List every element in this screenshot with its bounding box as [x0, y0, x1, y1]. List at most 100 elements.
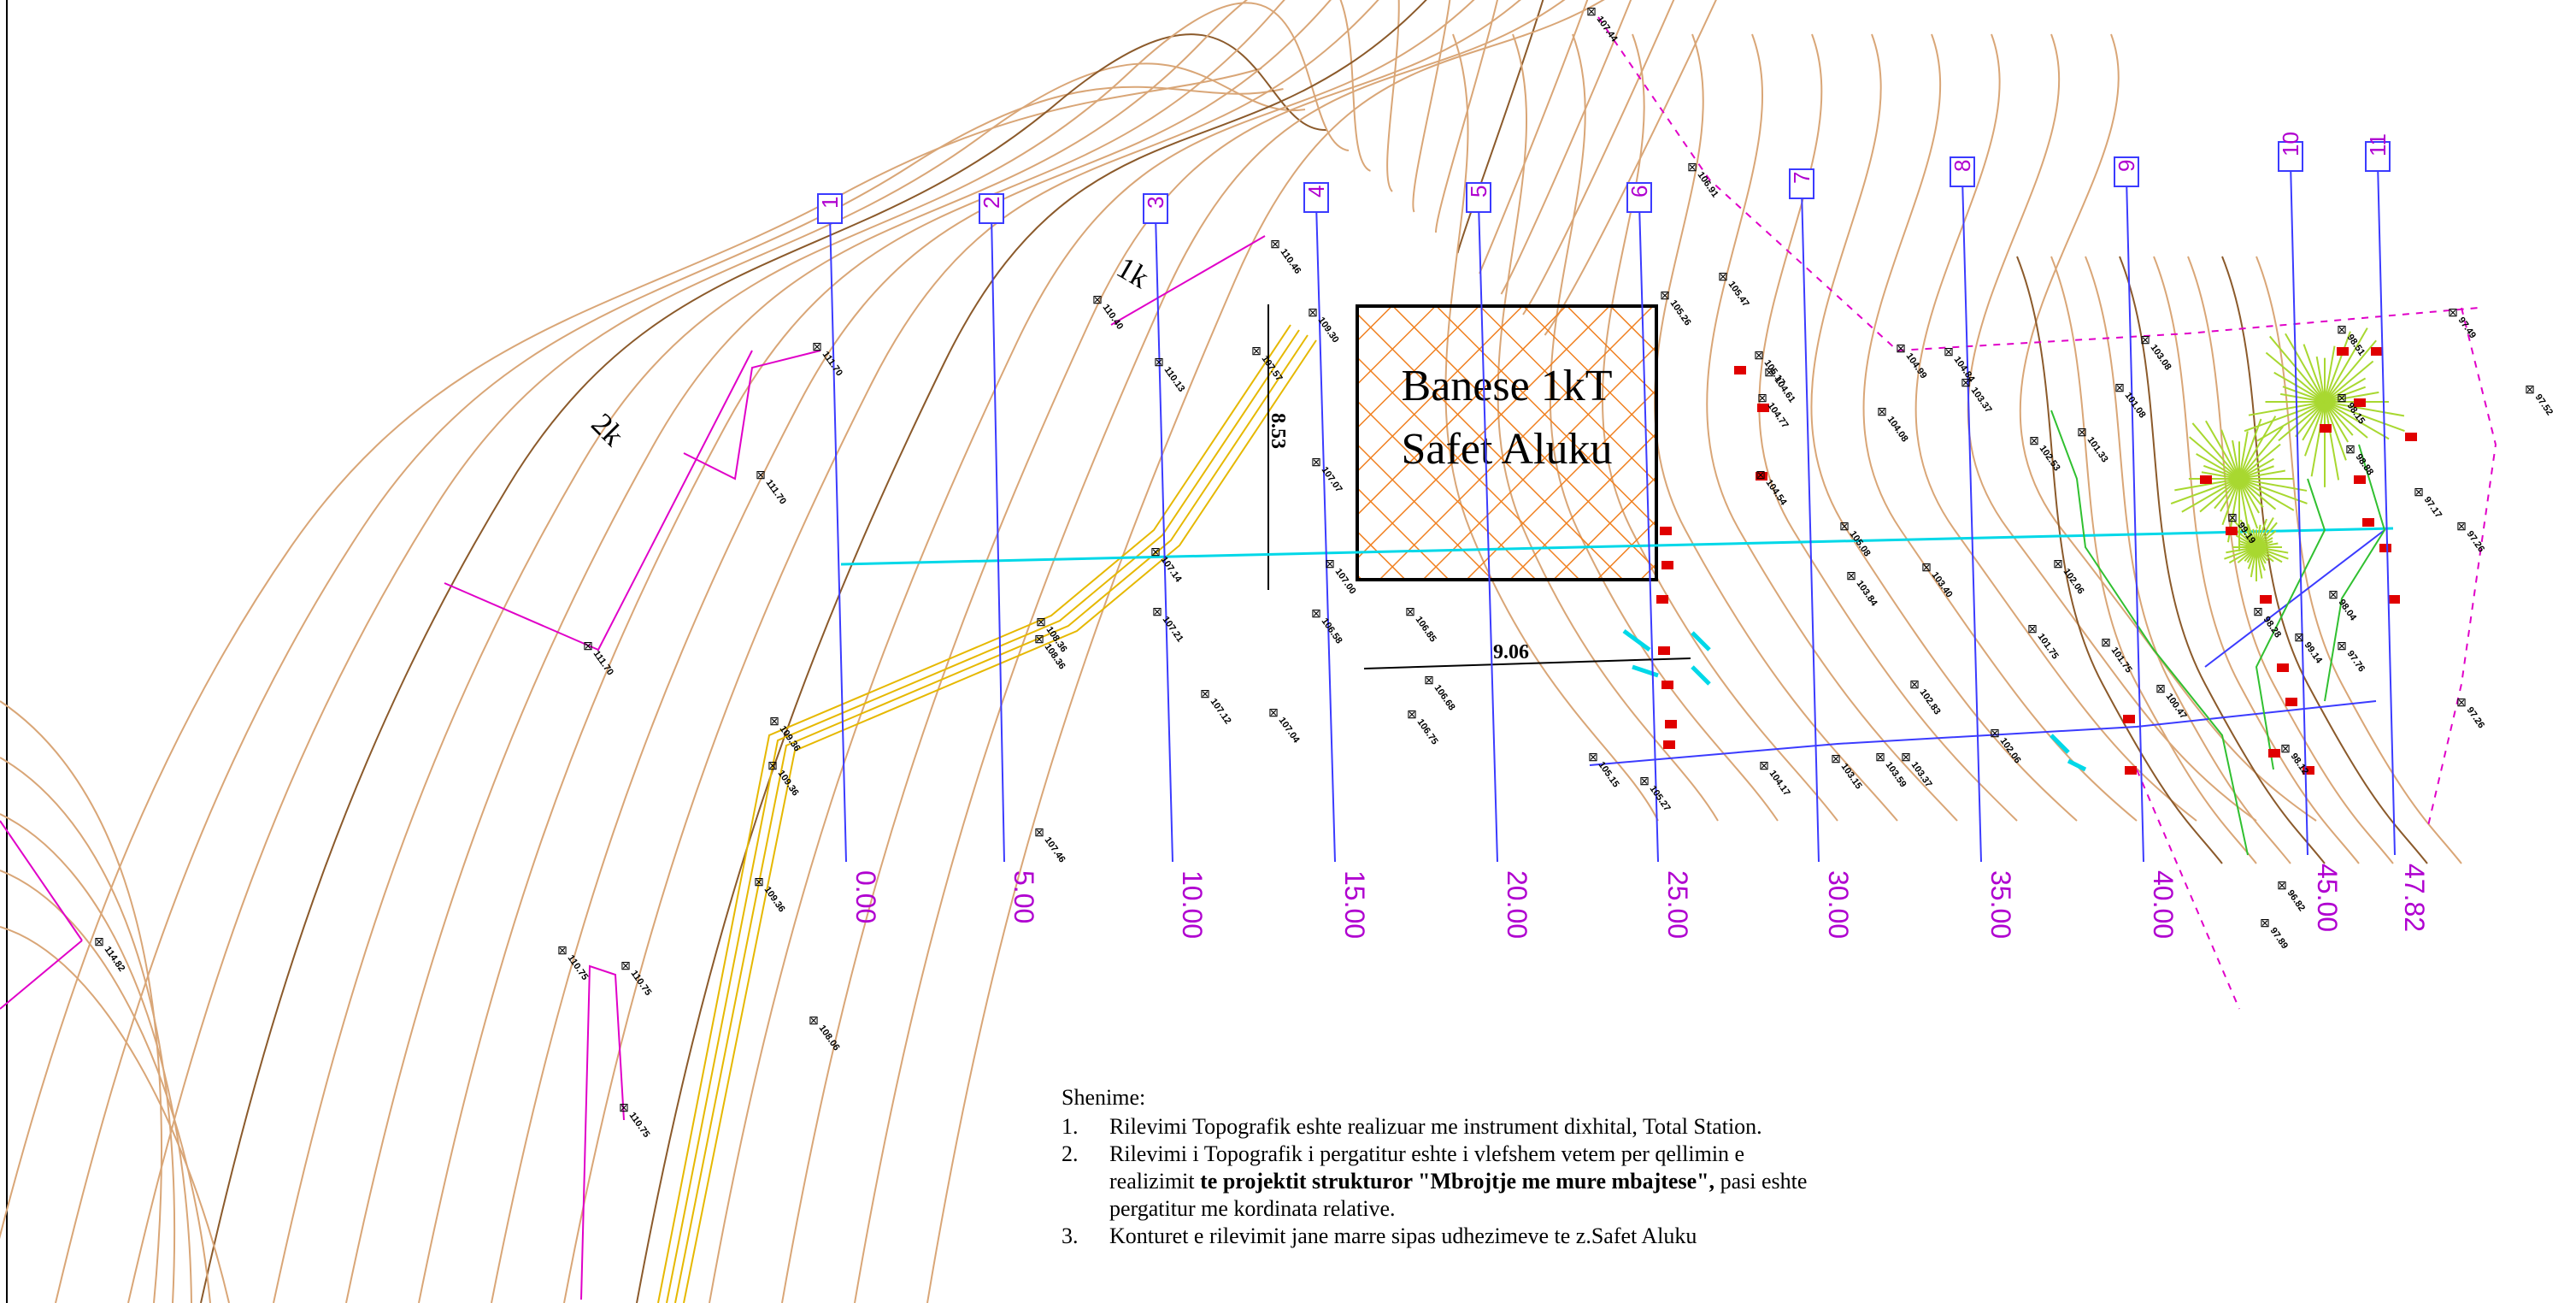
tree-branch — [2199, 478, 2240, 513]
boundary-line — [580, 964, 625, 1300]
section-station: 10.00 — [1177, 870, 1208, 939]
survey-point-elevation: 110.40 — [1101, 303, 1126, 332]
section-line — [2377, 162, 2396, 856]
section-id: 8 — [1950, 160, 1975, 172]
boundary-line — [0, 940, 83, 1010]
cyan-marker — [1632, 664, 1659, 678]
survey-point-marker: ⊠ — [1154, 355, 1164, 368]
survey-point-elevation: 97.89 — [2268, 926, 2291, 951]
survey-point-marker: ⊠ — [1990, 726, 2000, 740]
survey-point-marker: ⊠ — [2448, 305, 2458, 319]
survey-point-marker: ⊠ — [2029, 433, 2039, 447]
tree-branch — [2285, 333, 2326, 403]
section-label-box — [817, 193, 843, 224]
section-label-box — [1789, 168, 1814, 199]
contour-line — [0, 870, 211, 1303]
dimension-horizontal: 9.06 — [1493, 641, 1529, 663]
survey-point-marker: ⊠ — [2294, 630, 2304, 644]
tree-branch — [2255, 546, 2283, 563]
cyan-axis-line — [840, 527, 2394, 566]
survey-point-elevation: 107.46 — [1043, 835, 1067, 864]
notes-heading: Shenime: — [1062, 1085, 1146, 1110]
note-text: Rilevimi i Topografik i pergatitur eshte… — [1109, 1141, 1831, 1223]
survey-point-elevation: 104.77 — [1766, 401, 1791, 430]
contour-line — [0, 813, 192, 1303]
tree-branch — [2255, 546, 2263, 579]
survey-point-elevation: 105.47 — [1726, 280, 1751, 309]
contour-line — [418, 0, 1400, 1303]
red-marker — [1663, 740, 1675, 749]
survey-point-marker: ⊠ — [1839, 519, 1850, 533]
contour-line — [0, 926, 230, 1303]
section-label-box — [2365, 141, 2391, 172]
section-id: 11 — [2365, 133, 2391, 156]
survey-point-marker: ⊠ — [583, 639, 593, 652]
tree-branch — [2255, 542, 2279, 548]
survey-point-elevation: 97.76 — [2345, 649, 2367, 674]
survey-point-marker: ⊠ — [619, 1100, 629, 1114]
tree-branch — [2324, 386, 2367, 403]
survey-point-elevation: 97.52 — [2533, 392, 2555, 417]
tree-branch — [2324, 401, 2405, 417]
road-line — [683, 339, 1317, 1303]
section-station: 0.00 — [850, 870, 881, 923]
red-marker — [1660, 527, 1672, 535]
contour-line — [2085, 256, 2291, 864]
tree-branch — [2255, 546, 2289, 554]
survey-point-marker: ⊠ — [1896, 341, 1906, 355]
survey-point-marker: ⊠ — [1875, 750, 1885, 764]
survey-point-marker: ⊠ — [1759, 758, 1769, 772]
red-marker — [2226, 527, 2238, 535]
section-line — [1155, 214, 1173, 863]
survey-point-marker: ⊠ — [1944, 345, 1954, 358]
survey-point-marker: ⊠ — [1034, 825, 1044, 839]
survey-point-marker: ⊠ — [768, 758, 778, 772]
tree-branch — [2324, 401, 2368, 439]
note-text-part: pasi eshte pergatitur me kordinata relat… — [1109, 1169, 1808, 1221]
survey-point-marker: ⊠ — [2337, 322, 2347, 336]
tree-branch — [2324, 401, 2354, 436]
survey-point-elevation: 104.17 — [1767, 769, 1792, 798]
survey-point-elevation: 110.75 — [629, 969, 654, 998]
contour-line — [1706, 33, 1958, 822]
boundary-line — [1597, 16, 2479, 352]
survey-point-marker: ⊠ — [1639, 774, 1650, 787]
survey-point-elevation: 105.08 — [1848, 529, 1873, 558]
red-marker — [2362, 518, 2374, 527]
cyan-marker — [1691, 665, 1711, 686]
contour-line — [2050, 256, 2257, 864]
section-id: 4 — [1303, 186, 1329, 198]
section-station: 25.00 — [1662, 870, 1693, 939]
survey-point-elevation: 97.26 — [2465, 529, 2487, 554]
survey-point-elevation: 103.08 — [2149, 343, 2173, 372]
red-marker — [2320, 424, 2332, 433]
section-line — [2290, 162, 2308, 856]
survey-point-elevation: 110.75 — [566, 953, 591, 982]
survey-point-elevation: 111.70 — [820, 350, 844, 378]
contour-line — [1914, 33, 2197, 822]
road-line — [657, 324, 1291, 1303]
tree-branch — [2324, 401, 2340, 481]
tree-branch — [2238, 478, 2259, 529]
survey-point-elevation: 101.33 — [2085, 435, 2110, 464]
contour-line — [1862, 33, 2138, 822]
survey-point-elevation: 104.54 — [1764, 478, 1790, 508]
survey-point-marker: ⊠ — [1586, 4, 1597, 18]
survey-point-elevation: 105.15 — [1597, 760, 1621, 789]
tree-branch — [2238, 478, 2295, 511]
red-marker — [1661, 561, 1673, 569]
survey-point-marker: ⊠ — [809, 1013, 819, 1027]
survey-point-marker: ⊠ — [2260, 916, 2270, 929]
contour-line — [2019, 33, 2317, 822]
survey-point-marker: ⊠ — [2345, 442, 2355, 456]
floor-label-1k: 1k — [1111, 250, 1155, 295]
survey-point-elevation: 102.06 — [2061, 567, 2086, 596]
survey-point-marker: ⊠ — [2456, 695, 2467, 709]
red-marker — [1757, 404, 1769, 412]
survey-point-elevation: 110.13 — [1162, 365, 1187, 394]
survey-point-marker: ⊠ — [1901, 750, 1911, 764]
tree-branch — [2238, 469, 2285, 480]
red-marker — [2268, 749, 2280, 758]
tree-branch — [2324, 401, 2350, 443]
section-station: 15.00 — [1339, 870, 1370, 939]
